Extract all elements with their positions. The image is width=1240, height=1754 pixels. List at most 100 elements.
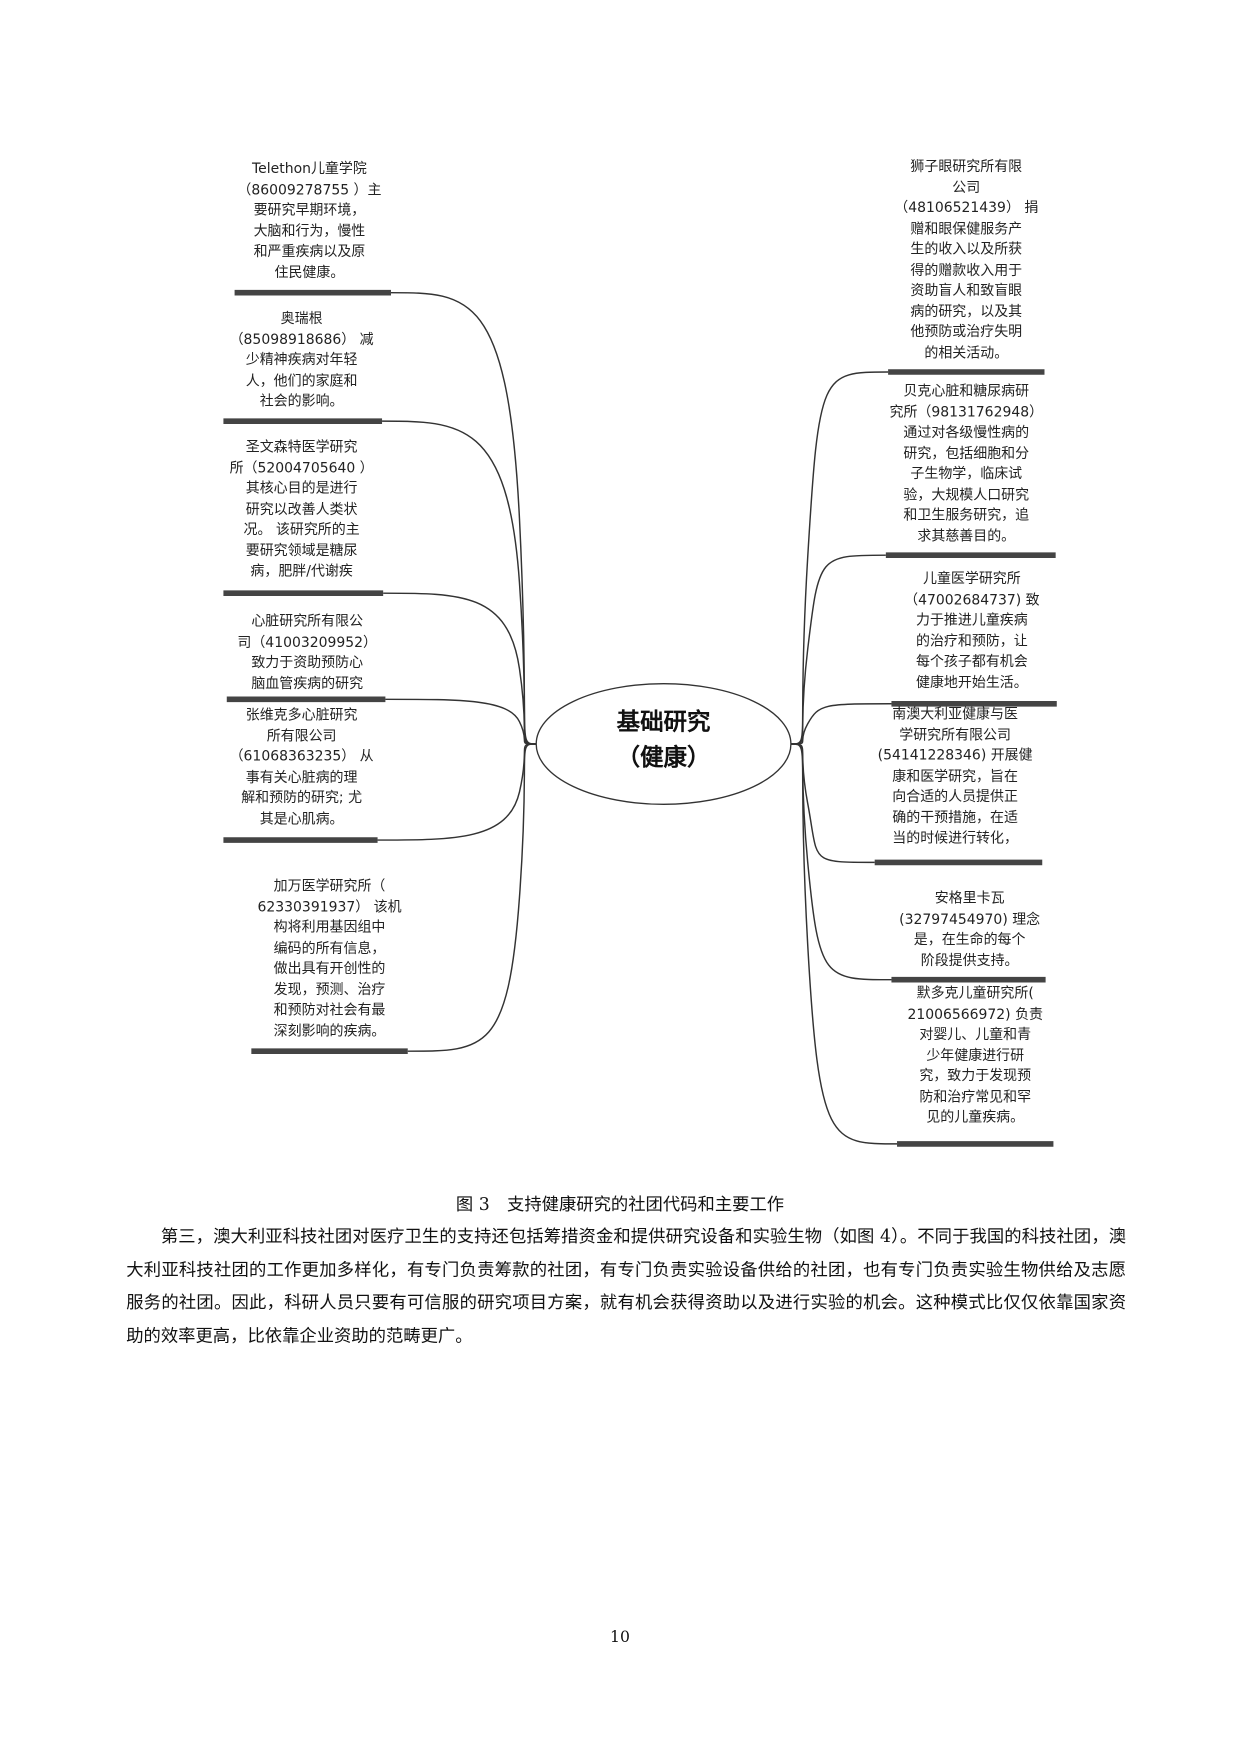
node-line: 少年健康进行研: [926, 1046, 1025, 1063]
node-line: Telethon儿童学院: [252, 159, 367, 177]
node-line: 向合适的人员提供正: [892, 787, 1018, 805]
node-line: 脑血管疾病的研究: [251, 674, 364, 691]
center-node-label: 基础研究 （健康）: [552, 704, 775, 775]
node-line: 圣文森特医学研究: [245, 437, 358, 455]
right-connector-line: [790, 554, 886, 745]
left-connector-line: [382, 420, 537, 745]
node-line: 要研究领域是糖尿: [245, 541, 358, 558]
right-node-text: 安格里卡瓦(32797454970) 理念是，在生命的每个阶段提供支持。: [886, 888, 1054, 971]
node-line: 加万医学研究所（: [273, 876, 386, 894]
node-line: 阶段提供支持。: [920, 951, 1019, 968]
node-line: 奥瑞根: [280, 309, 323, 327]
center-subtitle: （健康）: [616, 743, 711, 771]
right-node-text: 儿童医学研究所（47002684737) 致力于推进儿童疾病的治疗和预防，让每个…: [888, 569, 1056, 693]
node-line: 防和治疗常见和罕: [919, 1087, 1032, 1105]
page-number: 10: [610, 1628, 630, 1647]
left-connector-line: [385, 698, 537, 745]
node-line: （47002684737) 致: [904, 590, 1040, 608]
node-line: 司（41003209952）: [237, 632, 378, 650]
node-line: 每个孩子都有机会: [916, 652, 1028, 670]
node-line: 当的时候进行转化，: [892, 828, 1018, 846]
node-line: 南澳大利亚健康与医: [892, 704, 1018, 722]
right-node-text: 默多克儿童研究所( 21006566972) 负责对婴儿、儿童和青少年健康进行研究…: [891, 983, 1059, 1128]
left-connector-line: [383, 592, 537, 745]
node-line: 对婴儿、儿童和青: [919, 1025, 1032, 1043]
node-line: 和预防对社会有最: [273, 1000, 386, 1018]
node-line: 编码的所有信息，: [273, 938, 386, 956]
node-line: 健康地开始生活。: [916, 673, 1028, 690]
node-line: 资助盲人和致盲眼: [910, 281, 1023, 299]
node-line: 所有限公司: [266, 726, 337, 744]
node-line: 的治疗和预防，让: [916, 631, 1028, 649]
node-line: （85098918686） 减: [229, 330, 374, 347]
node-line: 病，肥胖/代谢疾: [250, 561, 353, 579]
node-line: 狮子眼研究所有限: [910, 157, 1023, 175]
left-node-text: Telethon儿童学院 （86009278755 ）主要研究早期环境， 大脑和行为…: [226, 159, 394, 283]
node-line: 默多克儿童研究所(: [916, 984, 1034, 1001]
node-line: 学研究所有限公司: [899, 725, 1011, 743]
node-line: 要研究早期环境，: [253, 201, 366, 218]
node-line: 病的研究，以及其: [910, 302, 1023, 319]
left-connector-line: [390, 291, 537, 745]
left-node-text: 张维克多心脏研究所有限公司 （61068363235） 从事有关心脏病的理解和预防…: [218, 705, 386, 829]
left-node-text: 奥瑞根（85098918686） 减少精神疾病对年轻人，他们的家庭和社会的影响。: [218, 308, 386, 411]
node-line: 他预防或治疗失明: [910, 322, 1023, 340]
node-line: 研究，包括细胞和分: [903, 444, 1030, 461]
node-line: 究，致力于发现预: [919, 1066, 1032, 1084]
right-node-text: 狮子眼研究所有限公司 （48106521439） 捐赠和眼保健服务产生的收入以及所…: [883, 156, 1051, 363]
node-line: 21006566972) 负责: [907, 1004, 1044, 1022]
node-line: 儿童医学研究所: [922, 569, 1021, 587]
node-line: 少精神疾病对年轻: [245, 350, 358, 368]
node-line: 公司: [952, 178, 981, 195]
node-line: 的相关活动。: [924, 343, 1009, 361]
node-line: 确的干预措施，在适: [892, 808, 1018, 825]
node-line: 研究以改善人类状: [245, 499, 358, 517]
node-line: 究所（98131762948）: [889, 402, 1044, 420]
node-line: 验，大规模人口研究: [903, 485, 1030, 503]
right-node-text: 贝克心脏和糖尿病研究所（98131762948）通过对各级慢性病的研究，包括细胞…: [883, 381, 1051, 546]
node-line: 生的收入以及所获: [910, 240, 1023, 257]
node-line: 事有关心脏病的理: [245, 768, 358, 785]
left-node-text: 圣文森特医学研究所（52004705640 ） 其核心目的是进行研究以改善人类状况…: [218, 437, 386, 582]
center-title: 基础研究: [616, 708, 711, 736]
node-line: 大脑和行为，慢性: [253, 221, 366, 239]
node-line: 构将利用基因组中: [273, 918, 386, 936]
node-line: （48106521439） 捐: [894, 198, 1039, 216]
node-line: (32797454970) 理念: [899, 909, 1041, 927]
node-line: （61068363235） 从: [229, 747, 374, 765]
node-line: 做出具有开创性的: [273, 959, 386, 977]
center-node-ellipse: [535, 682, 792, 805]
node-line: 安格里卡瓦: [934, 889, 1005, 906]
node-line: 子生物学，临床试: [910, 464, 1023, 482]
node-line: 求其慈善目的。: [917, 526, 1016, 544]
node-line: 住民健康。: [274, 263, 345, 280]
left-connector-line: [407, 743, 537, 1052]
right-connector-line: [790, 703, 892, 745]
node-line: 赠和眼保健服务产: [910, 219, 1023, 237]
node-line: 况。 该研究所的主: [243, 520, 360, 538]
node-line: 张维克多心脏研究: [245, 706, 358, 723]
node-line: 见的儿童疾病。: [926, 1108, 1025, 1125]
node-line: 62330391937） 该机: [257, 897, 402, 915]
node-line: 所（52004705640 ）: [229, 458, 374, 476]
node-line: 得的赠款收入用于: [910, 260, 1023, 278]
figure-caption: 图 3 支持健康研究的社团代码和主要工作: [455, 1194, 785, 1215]
node-line: 解和预防的研究; 尤: [241, 788, 363, 806]
node-line: 致力于资助预防心: [251, 653, 364, 671]
node-line: （86009278755 ）主: [237, 180, 382, 198]
node-line: 心脏研究所有限公: [251, 612, 364, 629]
node-line: 其核心目的是进行: [245, 479, 358, 496]
node-line: 和严重疾病以及原: [253, 242, 366, 260]
left-node-text: 加万医学研究所（ 62330391937） 该机构将利用基因组中编码的所有信息， 做…: [246, 876, 414, 1041]
right-connector-line: [790, 743, 898, 1145]
mind-map-diagram: [223, 289, 1057, 1147]
right-node-text: 南澳大利亚健康与医学研究所有限公司 (54141228346) 开展健康和医学研究…: [871, 704, 1039, 849]
node-line: 人，他们的家庭和: [245, 371, 358, 389]
node-line: (54141228346) 开展健: [877, 746, 1033, 763]
node-line: 和卫生服务研究，追: [903, 506, 1030, 523]
left-node-text: 心脏研究所有限公司（41003209952） 致力于资助预防心脑血管疾病的研究: [223, 611, 391, 694]
node-line: 深刻影响的疾病。: [273, 1021, 386, 1039]
left-connector-line: [377, 743, 537, 841]
node-line: 康和医学研究，旨在: [892, 766, 1018, 784]
